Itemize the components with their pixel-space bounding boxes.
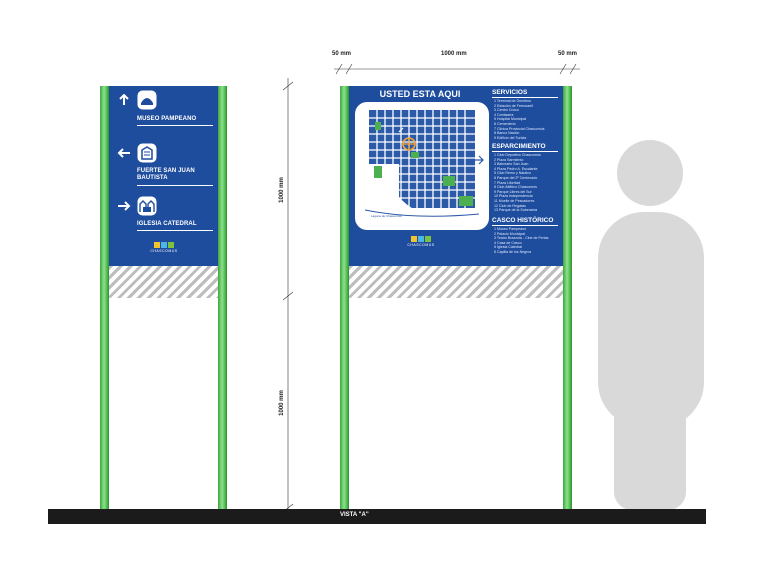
legend-item: 4 Plaza Pedro A. Escalante <box>494 166 538 171</box>
map-sign-title: USTED ESTA AQUI <box>379 89 461 99</box>
dimension-right-margin: 50 mm <box>558 51 578 57</box>
destination-label-iglesia: IGLESIA CATEDRAL <box>137 221 197 227</box>
legend-item: 1 Terminal de Ómnibus <box>494 99 531 103</box>
legend-item: 8 Club Atlético Chascomús <box>494 185 537 190</box>
legend-item: 1 Club Deportivo Chascomús <box>494 153 541 157</box>
dimension-upper-height: 1000 mm <box>279 177 285 203</box>
legend-item: 5 Hospital Municipal <box>494 117 527 122</box>
legend-item: 6 Capilla de los Negros <box>494 249 532 254</box>
horizontal-dimension-lines <box>334 63 580 75</box>
vertical-dimension-lines <box>282 78 294 514</box>
legend-item: 1 Museo Pampeano <box>494 227 527 231</box>
legend-item: 3 Centro Cívico <box>494 108 519 113</box>
legend-item: 8 Banco Nación <box>494 131 520 136</box>
left-arrow-icon <box>117 148 130 158</box>
legend-item: 4 Comisaría <box>494 112 514 117</box>
city-map-graphic <box>364 110 484 217</box>
separator-line <box>137 185 213 186</box>
legend-section-title: ESPARCIMIENTO <box>492 143 546 150</box>
church-icon <box>137 196 157 216</box>
legend-item: 2 Estación de Ferrocarril <box>494 103 534 108</box>
ground-line <box>48 509 706 524</box>
legend-item: 9 Edificio del Turista <box>494 135 527 140</box>
up-arrow-icon <box>119 94 129 105</box>
left-sign-post-right <box>218 86 227 510</box>
legend-item: 2 Palacio Municipal <box>494 231 525 236</box>
chascomus-logo: CHASCOMUS <box>150 242 178 253</box>
legend-item: 7 Plaza Libertad <box>494 180 520 185</box>
logo-text: CHASCOMUS <box>407 243 435 247</box>
separator-line <box>137 230 213 231</box>
dimension-lower-height: 1000 mm <box>279 390 285 416</box>
legend-item: 6 Cementerio <box>494 121 516 126</box>
legend-item: 5 Iglesia Catedral <box>494 245 522 250</box>
legend-item: 13 Parque de la Soberanía <box>494 208 537 213</box>
legend-item: 7 Clínica Provincial Chascomús <box>494 126 545 131</box>
hatched-base-plate <box>109 266 218 298</box>
destination-label-fuerte: FUERTE SAN JUAN BAUTISTA <box>137 168 195 181</box>
map-label-laguna: Laguna de Chascomús <box>371 214 402 218</box>
legend-item: 10 Plaza Independencia <box>494 194 533 199</box>
directional-sign-panel: MUSEO PAMPEANO FUERTE SAN JUAN BAUTISTA … <box>109 86 218 266</box>
legend-section-title: CASCO HISTÓRICO <box>492 217 554 224</box>
logo-text: CHASCOMUS <box>150 249 178 253</box>
legend-item: 9 Parque Libres del Sur <box>494 189 532 194</box>
legend-separator <box>492 151 558 152</box>
map-sign-post-right <box>563 86 572 510</box>
legend-section-title: SERVICIOS <box>492 89 528 96</box>
left-sign-post-left <box>100 86 109 510</box>
legend-separator <box>492 225 558 226</box>
legend-item: 12 Club de Regatas <box>494 203 526 208</box>
hatched-base-plate <box>349 266 563 298</box>
legend-item: 11 Muelle de Pescadores <box>494 198 535 203</box>
dimension-width: 1000 mm <box>441 51 467 57</box>
right-arrow-icon <box>118 201 131 211</box>
city-map: Laguna de Chascomús <box>355 102 489 230</box>
legend-item: 2 Plaza Sarmiento <box>494 157 524 162</box>
map-sign-post-left <box>340 86 349 510</box>
separator-line <box>137 125 213 126</box>
legend-item: 3 Balneario San Juan <box>494 162 529 167</box>
destination-label-museo: MUSEO PAMPEANO <box>137 116 197 122</box>
map-sign-panel: USTED ESTA AQUI <box>349 86 563 266</box>
legend-item: 4 Casa de Casco <box>494 240 522 245</box>
legend-item: 5 Club Remo y Náutico <box>494 171 531 176</box>
map-sign-logo: CHASCOMUS <box>405 236 437 247</box>
dimension-left-margin: 50 mm <box>332 51 352 57</box>
legend-separator <box>492 97 558 98</box>
human-scale-figure <box>598 140 704 510</box>
fort-icon <box>137 143 157 163</box>
museum-icon <box>137 90 157 110</box>
legend-item: 6 Parque del 2º Centenario <box>494 175 538 180</box>
view-label: VISTA "A" <box>340 512 369 518</box>
legend-item: 3 Teatro Brazzola - Cine de Ferias <box>494 236 549 241</box>
